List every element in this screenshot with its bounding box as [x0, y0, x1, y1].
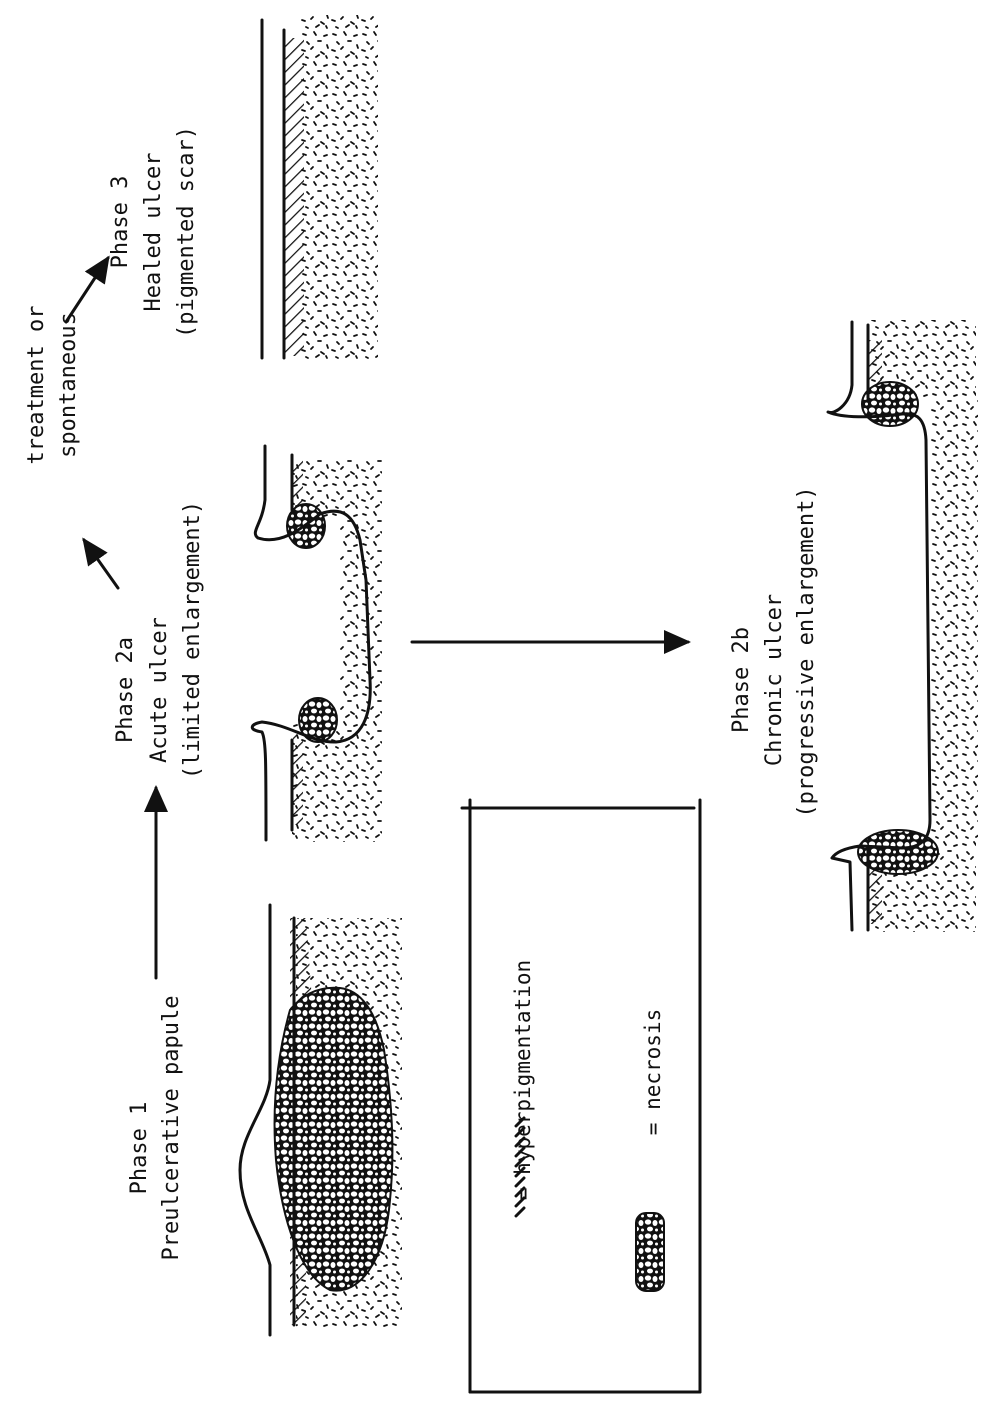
phase3-illustration: [262, 15, 378, 360]
phase3-title: Phase 3: [108, 176, 133, 269]
phase3-name: Healed ulcer: [141, 153, 166, 312]
phase1-epidermis: [240, 905, 270, 1335]
phase1-title: Phase 1: [127, 1102, 152, 1195]
transition-label: treatment or spontaneous: [24, 306, 81, 465]
phase2b-note: (progressive enlargement): [794, 486, 819, 817]
arrow-transition-to-phase3: [66, 258, 108, 322]
phase2a-title: Phase 2a: [113, 637, 138, 743]
phase2b-necrosis-top: [862, 382, 918, 426]
phase3-hyperpigmentation: [284, 38, 304, 356]
phase1-illustration: [240, 905, 402, 1335]
transition-line1: treatment or: [24, 306, 49, 465]
phase2b-title: Phase 2b: [729, 627, 754, 733]
legend-necrosis-icon: [636, 1213, 664, 1291]
phase1-label: Phase 1 Preulcerative papule: [127, 996, 184, 1261]
arrow-phase2a-to-transition: [84, 540, 118, 588]
phase2a-hyper-bottom: [293, 735, 303, 825]
legend-hyperpigmentation-label: = hyperpigmentation: [511, 960, 535, 1200]
phase3-note: (pigmented scar): [174, 126, 199, 338]
phase2a-name: Acute ulcer: [147, 617, 172, 763]
phase2a-dermis-bottom: [292, 720, 382, 842]
phase2a-note: (limited enlargement): [180, 501, 205, 779]
legend: = hyperpigmentation = necrosis: [462, 800, 700, 1392]
phase2b-name: Chronic ulcer: [762, 594, 787, 766]
legend-necrosis-label: = necrosis: [641, 1009, 665, 1135]
phase2b-illustration: [828, 320, 978, 932]
phase3-label: Phase 3 Healed ulcer (pigmented scar): [108, 126, 199, 338]
phase2a-illustration: [252, 446, 382, 842]
phase2a-label: Phase 2a Acute ulcer (limited enlargemen…: [113, 501, 205, 779]
phase2b-dermis-base: [930, 400, 978, 840]
phase1-name: Preulcerative papule: [159, 996, 184, 1261]
phase2a-hyper-top: [293, 460, 303, 510]
transition-line2: spontaneous: [56, 312, 81, 458]
phase3-dermis: [300, 15, 378, 360]
phase2b-label: Phase 2b Chronic ulcer (progressive enla…: [729, 486, 819, 817]
